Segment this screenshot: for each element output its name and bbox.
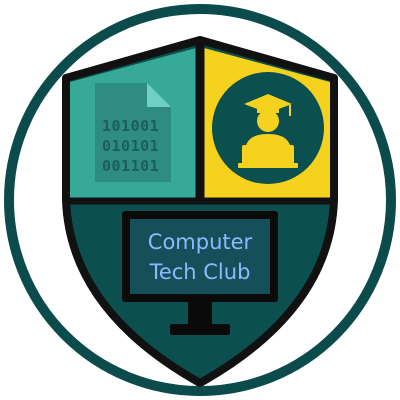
binary-line-1: 101001: [102, 117, 159, 135]
binary-line-2: 010101: [102, 137, 159, 155]
monitor-icon: Computer Tech Club: [122, 211, 278, 335]
club-title-line-2: Tech Club: [149, 260, 251, 284]
binary-line-3: 001101: [102, 157, 159, 175]
binary-file-icon: 101001 010101 001101: [95, 83, 171, 182]
club-title-line-1: Computer: [148, 230, 253, 254]
graduate-user-icon: [212, 72, 324, 184]
